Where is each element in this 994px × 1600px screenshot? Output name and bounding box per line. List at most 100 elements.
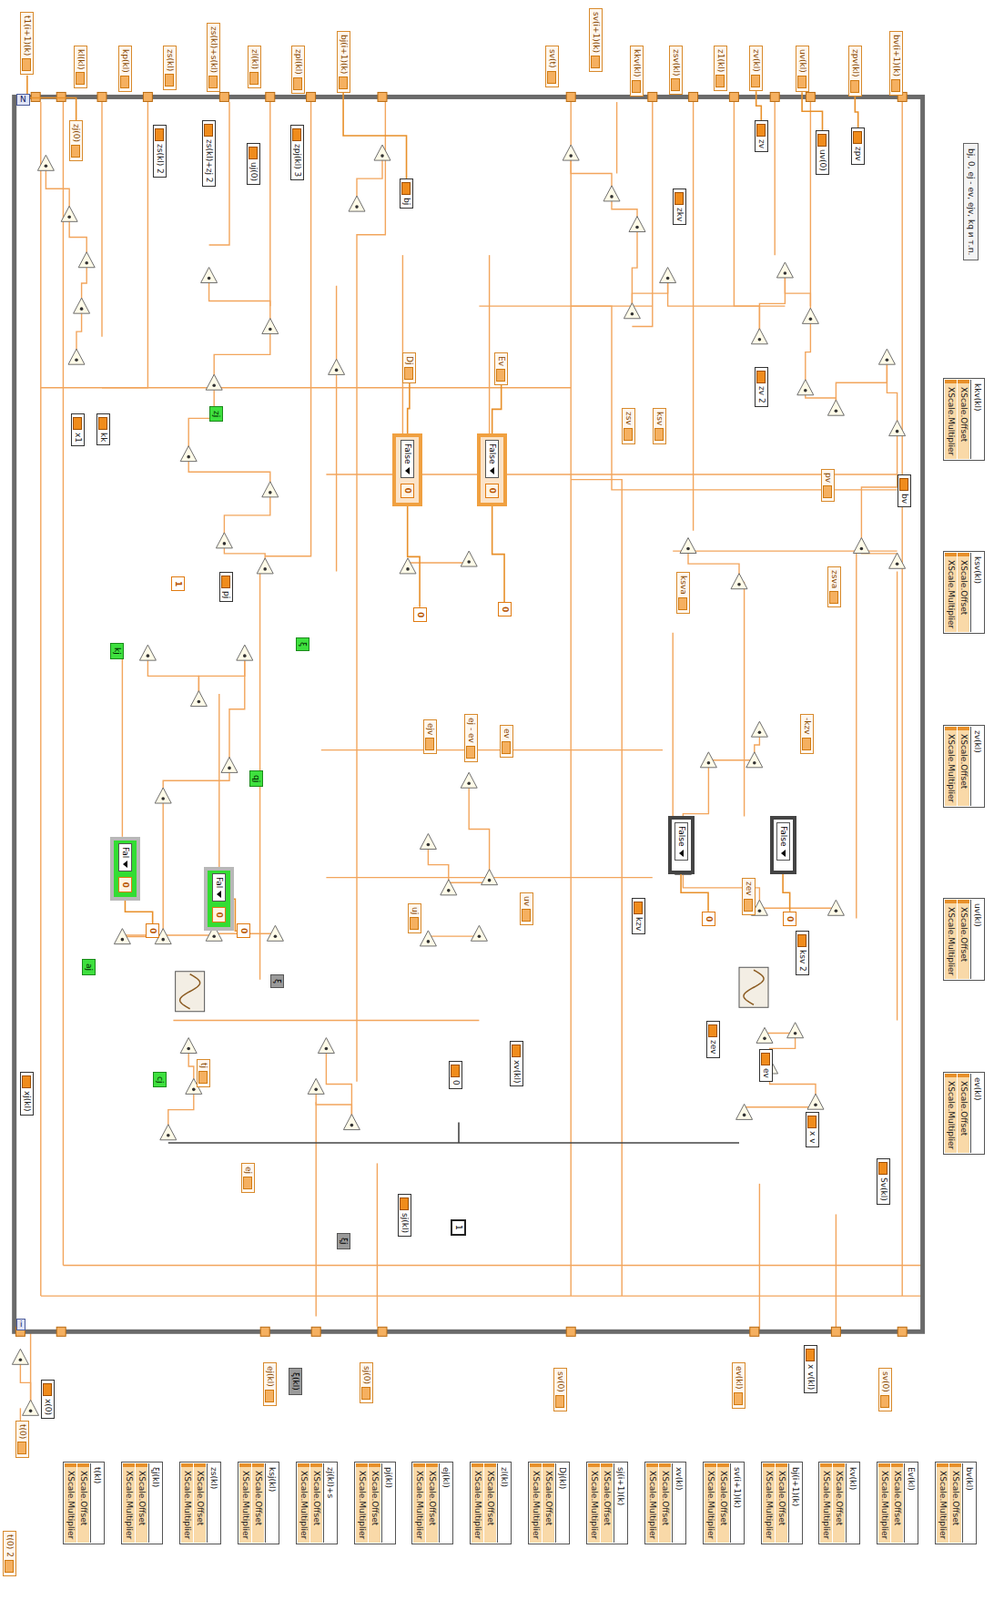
type-icon (99, 416, 109, 430)
type-icon (899, 477, 909, 491)
primitive-triangle (440, 879, 457, 895)
case-frame: 0 (116, 874, 134, 893)
wire (478, 305, 897, 490)
property-item: XScale.Multiplier (588, 1462, 600, 1542)
control-terminal: Sv(kl) (876, 1157, 891, 1205)
primitive-triangle (180, 1037, 197, 1054)
property-item: XScale.Multiplier (64, 1462, 77, 1542)
case-constant: 0 (212, 907, 226, 923)
node-label: uv(0) (817, 149, 828, 172)
primitive-mark (834, 408, 839, 413)
primitive-mark (324, 1046, 329, 1051)
primitive-mark (446, 888, 451, 893)
wire (672, 632, 674, 817)
graph-name: zs(kl) (206, 1462, 220, 1542)
node-label: 0 (703, 915, 714, 922)
node-label: zv (756, 139, 767, 149)
node-label: ksv (654, 411, 665, 426)
indicator-terminal: kl(kl) (73, 45, 88, 89)
tunnel (897, 1326, 907, 1336)
node-label: Fal (120, 846, 131, 858)
node-label: False (778, 825, 789, 847)
type-icon (891, 79, 901, 92)
property-node: t(kl)XScale.OffsetXScale.Multiplier (62, 1460, 105, 1544)
node-label: zsva (829, 569, 840, 589)
primitive-mark (350, 1123, 355, 1127)
node-label: zs(kl)+s(kl) (208, 26, 219, 73)
type-icon (71, 144, 82, 158)
property-item: XScale.Offset (193, 1462, 206, 1542)
wire (855, 550, 857, 918)
control-terminal: zpv (851, 127, 865, 165)
node-label: zkv (674, 207, 685, 222)
case-constant: 0 (118, 876, 132, 892)
wire (376, 1162, 378, 1326)
property-node: zl(kl)XScale.OffsetXScale.Multiplier (469, 1460, 512, 1544)
property-item: XScale.Multiplier (944, 1073, 957, 1153)
wire (805, 315, 812, 387)
indicator-terminal: zs(kl) (162, 45, 177, 91)
primitive-mark (212, 933, 216, 938)
tunnel (30, 91, 41, 102)
control-terminal: zkv (672, 188, 687, 225)
property-node: ksv(kl)XScale.OffsetXScale.Multiplier (943, 550, 985, 634)
wire (229, 652, 245, 765)
node-label: ξ(kl) (290, 1371, 301, 1390)
node-label: 0 (402, 487, 413, 494)
node-label: uj(0) (248, 162, 259, 182)
type-icon (734, 1391, 744, 1405)
node-label: sj(0) (361, 1365, 372, 1384)
property-node: xv(kl)XScale.OffsetXScale.Multiplier (644, 1460, 687, 1544)
control-terminal: kzv (631, 897, 646, 934)
control-terminal: zev (706, 1020, 721, 1058)
node-label: x v (807, 1130, 818, 1144)
node-label: 0 (238, 927, 249, 934)
indicator-terminal: zsv (621, 407, 636, 445)
primitive-triangle (60, 205, 78, 222)
control-terminal: ksv 2 (795, 930, 810, 975)
primitive-triangle (262, 481, 279, 497)
tunnel (56, 1326, 66, 1336)
node-label: bv (899, 493, 910, 504)
primitive-mark (161, 796, 165, 801)
type-icon (807, 1115, 817, 1128)
control-terminal: uj(0) (246, 142, 261, 185)
indicator-terminal: tj (196, 1058, 211, 1087)
node-label: ξ (297, 641, 308, 647)
property-item: XScale.Multiplier (944, 552, 957, 632)
property-item: XScale.Offset (135, 1462, 148, 1542)
primitive-triangle (256, 557, 274, 574)
indicator-terminal: t1(i+1)(k) (20, 11, 34, 75)
case-structure: False0 (476, 433, 508, 507)
wire (162, 795, 163, 937)
graph-name: zv(kl) (970, 726, 984, 806)
wire (902, 101, 903, 1296)
property-item: XScale.Offset (310, 1462, 323, 1542)
indicator-terminal: sv(i+1)(k) (588, 8, 603, 72)
primitive-mark (860, 547, 864, 551)
primitive-triangle (307, 1077, 325, 1094)
type-icon (797, 75, 807, 89)
primitive-mark (268, 327, 273, 332)
node-label: sv(t) (547, 49, 558, 69)
primitive-triangle (797, 379, 814, 396)
node-label: zsv(kl) (670, 49, 681, 76)
property-node: bv(kl)XScale.OffsetXScale.Multiplier (934, 1460, 977, 1544)
node-label: zv(kl) (750, 49, 761, 72)
node-label: kzv (633, 916, 644, 931)
sine-icon (175, 971, 205, 1012)
tunnel (260, 1326, 270, 1336)
primitive-triangle (889, 552, 906, 568)
for-loop-frame (14, 96, 923, 1331)
dark-wire (457, 1122, 460, 1143)
property-item: XScale.Offset (957, 726, 970, 806)
primitive-mark (895, 561, 900, 566)
graph-name: Ev(kl) (903, 1462, 917, 1542)
case-constant: 0 (400, 483, 415, 498)
wire (356, 101, 386, 1082)
wire (708, 759, 754, 761)
tunnel (566, 91, 576, 102)
wire (40, 1294, 923, 1296)
indicator-terminal: bj(i+1)(k) (336, 30, 351, 93)
